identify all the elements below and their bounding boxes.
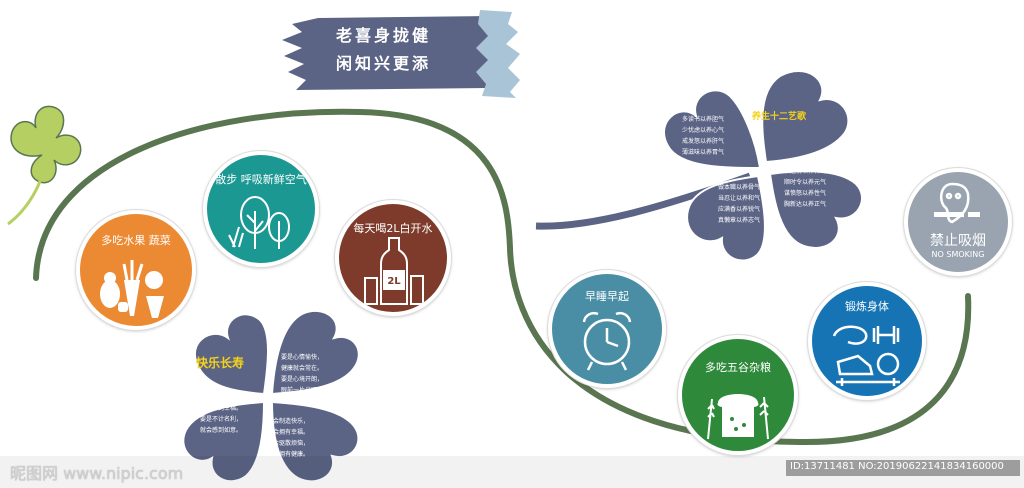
longevity-text-br: 学会制造快乐， 就会拥有幸福。 学会驱散烦恼， 就会拥有健康。: [267, 416, 309, 460]
tree-icon: [228, 196, 290, 249]
longevity-clover: [182, 309, 360, 483]
no-smoking-circle: 禁止吸烟 NO SMOKING: [904, 168, 1012, 276]
health-song-line: 戒发怒以养肝气: [682, 138, 725, 145]
longevity-title: 快乐长寿: [196, 356, 245, 370]
no-smoking-icon: [934, 182, 980, 224]
longevity-text-tr: 要是心情愉快， 健康就会常在。 要是心境开朗， 眼前一片光明。: [281, 352, 323, 396]
grain-label: 多吃五谷杂粮: [705, 361, 771, 374]
longevity-line: 健康就会常在。: [281, 365, 324, 372]
bread-wheat-icon: [707, 394, 769, 440]
longevity-line: 学会驱散烦恼，: [267, 440, 310, 447]
health-song-text-br: 惜遗情以养神气 顺时令以养元气 谋愤怒以养性气 胸新达以养正气: [784, 166, 826, 210]
fruit-vegetable-circle: 多吃水果 蔬菜: [76, 210, 196, 330]
banner-title-line1: 老喜身拢健: [336, 26, 432, 45]
exercise-label: 锻炼身体: [845, 300, 889, 313]
longevity-line: 学会制造快乐，: [267, 418, 310, 425]
health-song-line: 多读书以养胆气: [682, 116, 725, 123]
banner-background: [282, 10, 520, 98]
watermark-left: 昵图网 www.nipic.com: [10, 464, 184, 483]
longevity-line: 要是经常知足，: [200, 394, 243, 401]
alarm-clock-icon: [582, 311, 632, 371]
no-smoking-sublabel: NO SMOKING: [931, 250, 985, 259]
longevity-line: 就会感到如意。: [200, 427, 243, 434]
water-label: 每天喝2L白开水: [353, 222, 433, 235]
exercise-circle: 锻炼身体: [808, 282, 926, 400]
fruit-vegetable-icon: [100, 260, 164, 318]
air-label: 散步 呼吸新鲜空气: [215, 173, 307, 186]
health-song-line: 真懶章以养志气: [718, 217, 761, 224]
longevity-text-bl: 要是经常知足， 就会感到幸福。 要是不计名利， 就会感到如意。: [200, 392, 242, 436]
health-song-text-bl: 做本職以养骨气 当忍让以养和气 应满香以养锐气 真懶章以养志气: [718, 182, 760, 226]
no-smoking-label: 禁止吸烟: [930, 233, 986, 249]
air-circle: 散步 呼吸新鲜空气: [203, 151, 319, 267]
banner-title-line2: 闲知兴更添: [336, 54, 432, 73]
longevity-line: 要是心情愉快，: [281, 354, 324, 361]
water-circle: 每天喝2L白开水 2L: [335, 200, 451, 316]
longevity-line: 就会感到幸福。: [200, 405, 243, 412]
watermark-right: ID:13711481 NO:20190622141834160000: [790, 461, 1004, 472]
longevity-line: 就会拥有健康。: [267, 451, 310, 458]
fruit-vegetable-label: 多吃水果 蔬菜: [101, 234, 171, 247]
health-song-text-tl: 多读书以养胆气 少忧虑以养心气 戒发怒以养肝气 薄滋味以养胃气: [682, 114, 724, 158]
longevity-line: 眼前一片光明。: [281, 387, 324, 394]
bottle-label: 2L: [387, 276, 401, 287]
health-song-line: 顺时令以养元气: [784, 179, 827, 186]
health-song-line: 应满香以养锐气: [718, 206, 761, 213]
longevity-line: 要是心境开朗，: [281, 376, 324, 383]
health-song-line: 当忍让以养和气: [718, 195, 761, 202]
health-song-line: 胸新达以养正气: [784, 201, 827, 208]
sleep-label: 早睡早起: [585, 290, 629, 303]
dumbbell-shoe-icon: [832, 325, 900, 386]
watermark-strip: [0, 456, 1024, 488]
health-song-clover: [535, 70, 863, 262]
grain-circle: 多吃五谷杂粮: [678, 335, 798, 455]
sleep-circle: 早睡早起: [548, 270, 666, 388]
longevity-line: 要是不计名利，: [200, 416, 243, 423]
health-song-line: 谋愤怒以养性气: [784, 190, 827, 197]
health-song-line: 做本職以养骨气: [718, 184, 761, 191]
health-song-title: 养生十二艺歌: [752, 112, 807, 122]
longevity-line: 就会拥有幸福。: [267, 429, 310, 436]
health-song-line: 惜遗情以养神气: [784, 168, 827, 175]
water-bottle-icon: 2L: [364, 237, 424, 305]
watermark-right-box: [786, 460, 1020, 476]
health-song-line: 薄滋味以养胃气: [682, 149, 725, 156]
health-song-line: 少忧虑以养心气: [682, 127, 725, 134]
small-clover-icon: [7, 105, 82, 226]
